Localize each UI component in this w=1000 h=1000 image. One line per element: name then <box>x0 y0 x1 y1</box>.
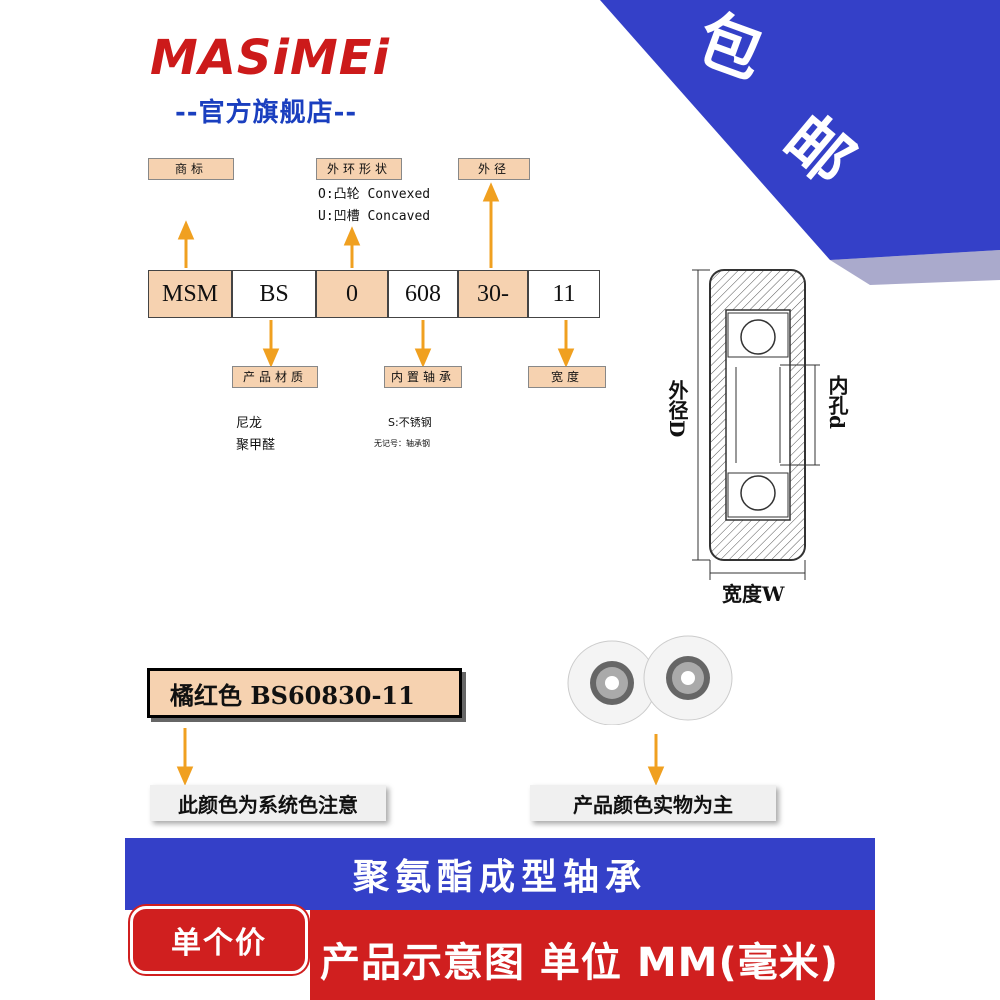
label-trademark: 商标 <box>148 158 234 180</box>
caption-arrows <box>176 728 665 786</box>
footer-unit-note: 产品示意图 单位 MM(毫米) <box>320 940 840 986</box>
note-bearing-1: S:不锈钢 <box>388 416 432 429</box>
label-material: 产品材质 <box>232 366 318 388</box>
code-cell-width: 11 <box>528 270 600 318</box>
caption-actual-color: 产品颜色实物为主 <box>530 785 776 821</box>
note-material-2: 聚甲醛 <box>236 438 276 453</box>
caption-system-color: 此颜色为系统色注意 <box>150 785 386 821</box>
footer-red-band <box>310 910 875 1000</box>
product-photo <box>567 635 733 725</box>
label-width: 宽度 <box>528 366 606 388</box>
code-cell-material: BS <box>232 270 316 318</box>
code-cell-outer-diameter: 30- <box>458 270 528 318</box>
store-subtitle: --官方旗舰店-- <box>175 98 358 128</box>
arrows <box>177 182 575 368</box>
code-cell-shape: 0 <box>316 270 388 318</box>
diagram-inner-d: 内孔d <box>825 375 849 429</box>
unit-price-button[interactable]: 单个价 <box>130 906 308 974</box>
note-shape-1: O:凸轮 Convexed <box>318 187 431 202</box>
note-bearing-2: 无记号：轴承钢 <box>374 439 430 448</box>
diagram-outer-d: 外径D <box>665 380 689 438</box>
footer-blue-band <box>125 838 875 910</box>
brand-logo: MASiMEi <box>150 30 390 86</box>
diagram-width-w: 宽度W <box>722 582 785 606</box>
label-inner-bearing: 内置轴承 <box>384 366 462 388</box>
code-cell-trademark: MSM <box>148 270 232 318</box>
note-shape-2: U:凹槽 Concaved <box>318 209 431 224</box>
code-cell-bearing: 608 <box>388 270 458 318</box>
color-code-box: 橘红色 BS60830-11 <box>147 668 462 718</box>
bearing-diagram <box>692 269 820 580</box>
label-outer-ring-shape: 外环形状 <box>316 158 402 180</box>
footer-title: 聚氨酯成型轴承 <box>352 856 647 898</box>
label-outer-diameter: 外径 <box>458 158 530 180</box>
note-material-1: 尼龙 <box>236 416 263 431</box>
